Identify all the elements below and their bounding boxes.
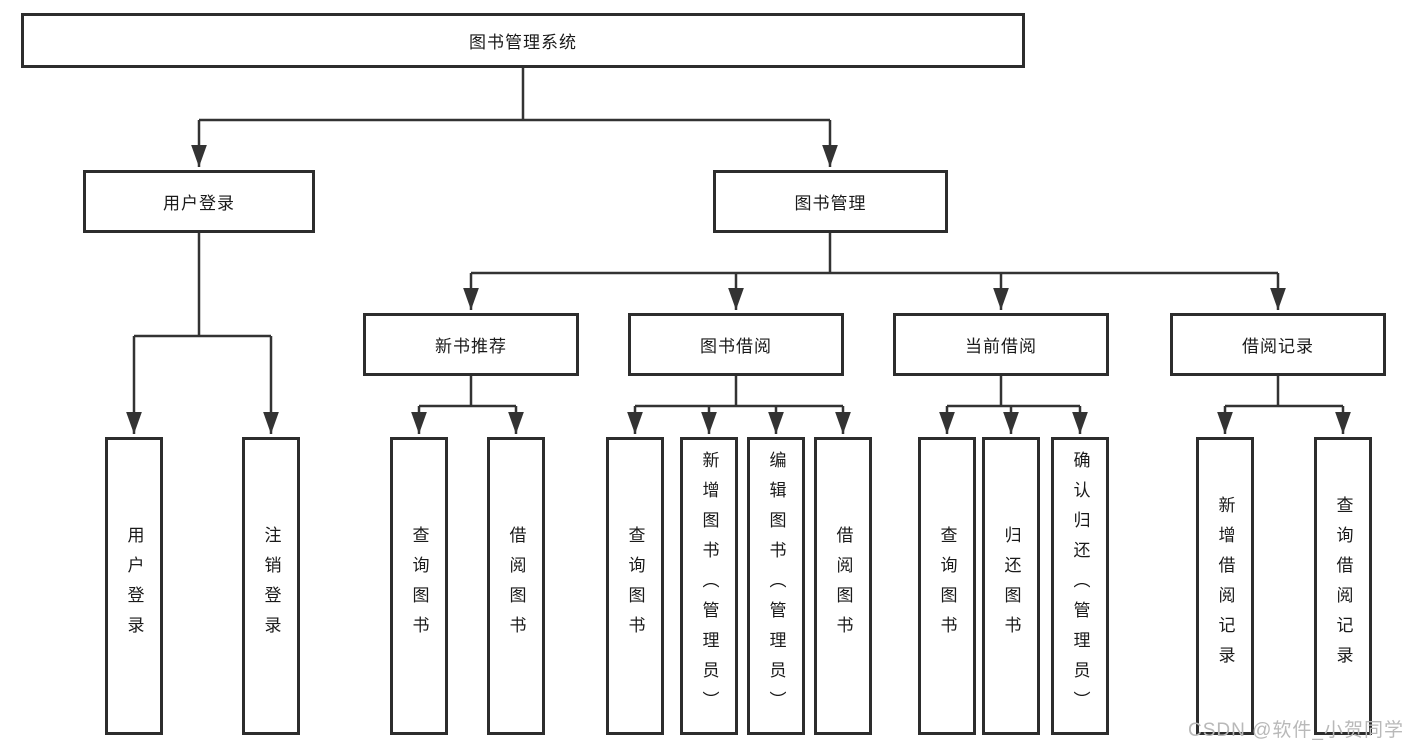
- leaf-user-login: 用户登录: [105, 437, 163, 735]
- leaf-borrow-books-borrowing: 借阅图书: [814, 437, 872, 735]
- leaf-user-login-label: 用户登录: [124, 526, 144, 646]
- node-book-management: 图书管理: [713, 170, 948, 233]
- leaf-add-book-admin: 新增图书（管理员）: [680, 437, 738, 735]
- leaf-logout-label: 注销登录: [261, 526, 281, 646]
- leaf-edit-book-admin: 编辑图书（管理员）: [747, 437, 805, 735]
- node-library-management-system: 图书管理系统: [21, 13, 1025, 68]
- connector-root-to-level2: [199, 68, 830, 122]
- connector-current-to-leaves: [947, 376, 1080, 408]
- connector-newbook-to-leaves: [419, 376, 516, 408]
- connector-records-to-leaves: [1225, 376, 1343, 408]
- leaf-return-book: 归还图书: [982, 437, 1040, 735]
- node-new-book-recommend: 新书推荐: [363, 313, 579, 376]
- leaf-query-books-recommend-label: 查询图书: [409, 526, 429, 646]
- leaf-add-book-admin-label: 新增图书（管理员）: [699, 451, 719, 721]
- leaf-borrow-books-recommend: 借阅图书: [487, 437, 545, 735]
- leaf-add-borrow-record: 新增借阅记录: [1196, 437, 1254, 735]
- watermark-text: CSDN @软件_小贺同学: [1188, 720, 1404, 741]
- node-borrowing-records: 借阅记录: [1170, 313, 1386, 376]
- leaf-add-borrow-record-label: 新增借阅记录: [1215, 496, 1235, 676]
- leaf-query-borrow-record-label: 查询借阅记录: [1333, 496, 1353, 676]
- leaf-borrow-books-recommend-label: 借阅图书: [506, 526, 526, 646]
- connector-bookmgmt-to-level3: [471, 233, 1278, 275]
- leaf-logout: 注销登录: [242, 437, 300, 735]
- node-current-borrowing: 当前借阅: [893, 313, 1109, 376]
- leaf-edit-book-admin-label: 编辑图书（管理员）: [766, 451, 786, 721]
- node-user-login-group: 用户登录: [83, 170, 315, 233]
- leaf-confirm-return-admin: 确认归还（管理员）: [1051, 437, 1109, 735]
- leaf-query-books-recommend: 查询图书: [390, 437, 448, 735]
- leaf-confirm-return-admin-label: 确认归还（管理员）: [1070, 451, 1090, 721]
- connector-borrow-to-leaves: [635, 376, 843, 408]
- leaf-return-book-label: 归还图书: [1001, 526, 1021, 646]
- leaf-query-borrow-record: 查询借阅记录: [1314, 437, 1372, 735]
- leaf-query-books-borrowing-label: 查询图书: [625, 526, 645, 646]
- leaf-query-books-current: 查询图书: [918, 437, 976, 735]
- node-book-borrowing: 图书借阅: [628, 313, 844, 376]
- connector-userlogin-to-leaves: [134, 233, 271, 338]
- leaf-borrow-books-borrowing-label: 借阅图书: [833, 526, 853, 646]
- leaf-query-books-borrowing: 查询图书: [606, 437, 664, 735]
- leaf-query-books-current-label: 查询图书: [937, 526, 957, 646]
